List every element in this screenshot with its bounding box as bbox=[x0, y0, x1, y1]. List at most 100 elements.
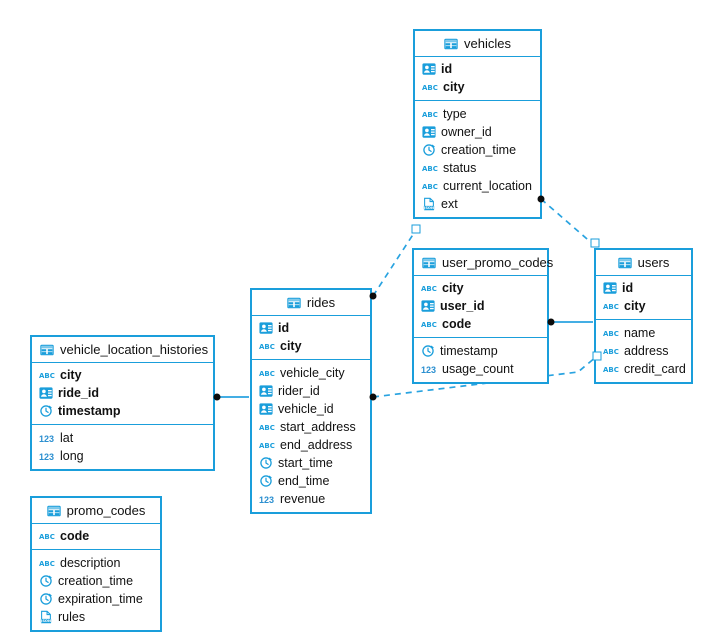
table-header[interactable]: promo_codes bbox=[32, 498, 160, 524]
table-header[interactable]: vehicles bbox=[415, 31, 540, 57]
relationship-endpoint-dot bbox=[537, 195, 545, 203]
string-type-icon: ABC bbox=[259, 342, 275, 351]
field-name: id bbox=[278, 321, 290, 335]
field-row[interactable]: expiration_time bbox=[32, 590, 160, 608]
field-name: revenue bbox=[280, 492, 326, 506]
json-type-icon: JSON bbox=[39, 610, 53, 624]
table-icon bbox=[422, 256, 436, 270]
field-name: code bbox=[442, 317, 472, 331]
field-name: vehicle_city bbox=[280, 366, 345, 380]
clock-icon bbox=[39, 574, 53, 588]
string-type-icon: ABC bbox=[603, 365, 619, 374]
clock-icon bbox=[422, 143, 436, 157]
field-row[interactable]: rider_id bbox=[252, 382, 370, 400]
table-name: vehicle_location_histories bbox=[60, 342, 209, 357]
relationship-endpoint-square bbox=[411, 224, 421, 234]
id-card-icon bbox=[259, 321, 273, 335]
field-row[interactable]: ABC type bbox=[415, 105, 540, 123]
relationship-line-vehicles-to-rides bbox=[372, 232, 415, 297]
field-row[interactable]: start_time bbox=[252, 454, 370, 472]
table-icon bbox=[617, 256, 632, 270]
table-header[interactable]: rides bbox=[252, 290, 370, 316]
field-name: address bbox=[624, 344, 669, 358]
clock-icon bbox=[39, 592, 53, 606]
field-row[interactable]: id bbox=[252, 319, 370, 337]
table-name: rides bbox=[306, 295, 336, 310]
field-name: rider_id bbox=[278, 384, 320, 398]
field-name: type bbox=[443, 107, 467, 121]
relationship-endpoint-dot bbox=[369, 393, 377, 401]
field-row[interactable]: owner_id bbox=[415, 123, 540, 141]
field-row[interactable]: ABC city bbox=[415, 78, 540, 96]
table-header[interactable]: user_promo_codes bbox=[414, 250, 553, 276]
svg-text:JSON: JSON bbox=[40, 619, 51, 623]
string-type-icon: ABC bbox=[39, 559, 55, 568]
relationship-endpoint-dot bbox=[369, 292, 377, 300]
field-name: current_location bbox=[443, 179, 532, 193]
field-row[interactable]: id bbox=[415, 60, 540, 78]
table-header[interactable]: users bbox=[596, 250, 691, 276]
field-name: usage_count bbox=[442, 362, 514, 376]
string-type-icon: ABC bbox=[422, 110, 438, 119]
field-row[interactable]: ABC vehicle_city bbox=[252, 364, 370, 382]
field-row[interactable]: creation_time bbox=[415, 141, 540, 159]
field-name: start_address bbox=[280, 420, 356, 434]
field-name: city bbox=[443, 80, 465, 94]
string-type-icon: ABC bbox=[603, 329, 619, 338]
relationship-line-vehicles-to-users bbox=[540, 198, 595, 246]
string-type-icon: ABC bbox=[421, 284, 437, 293]
svg-text:JSON: JSON bbox=[423, 206, 434, 210]
field-row[interactable]: id bbox=[596, 279, 691, 297]
field-row[interactable]: user_id bbox=[414, 297, 547, 315]
table-header[interactable]: vehicle_location_histories bbox=[32, 337, 213, 363]
relationship-endpoint-dot bbox=[547, 318, 555, 326]
field-row[interactable]: ride_id bbox=[32, 384, 213, 402]
field-row[interactable]: timestamp bbox=[414, 342, 547, 360]
field-name: start_time bbox=[278, 456, 333, 470]
clock-icon bbox=[259, 474, 273, 488]
field-row[interactable]: vehicle_id bbox=[252, 400, 370, 418]
field-name: code bbox=[60, 529, 90, 543]
string-type-icon: ABC bbox=[422, 83, 438, 92]
id-card-icon bbox=[422, 125, 436, 139]
string-type-icon: ABC bbox=[259, 369, 275, 378]
table-name: promo_codes bbox=[66, 503, 146, 518]
field-row[interactable]: creation_time bbox=[32, 572, 160, 590]
field-name: lat bbox=[60, 431, 74, 445]
field-name: expiration_time bbox=[58, 592, 143, 606]
field-row[interactable]: end_time bbox=[252, 472, 370, 490]
field-row[interactable]: timestamp bbox=[32, 402, 213, 420]
